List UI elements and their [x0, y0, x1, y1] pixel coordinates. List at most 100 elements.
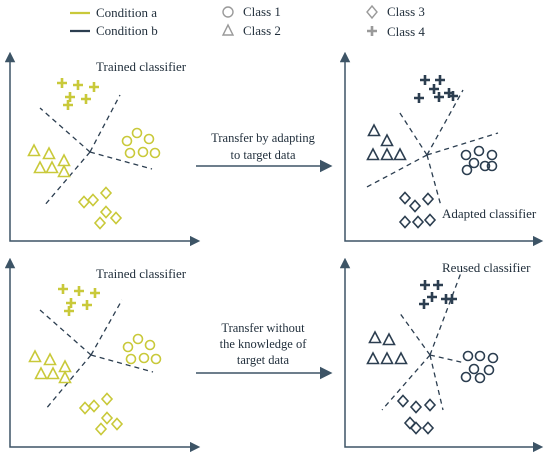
triangle-icon — [58, 370, 72, 384]
circle-icon — [137, 146, 149, 158]
diamond-icon — [100, 392, 114, 406]
triangle-icon — [45, 160, 59, 174]
cross-icon — [73, 80, 83, 90]
circle-icon — [125, 353, 137, 365]
diamond-icon — [110, 417, 124, 431]
circle-icon — [150, 353, 162, 365]
circle-icon — [222, 6, 234, 18]
circle-icon — [124, 147, 136, 159]
circle-icon — [461, 164, 473, 176]
triangle-icon — [42, 146, 56, 160]
cross-icon — [74, 286, 84, 296]
axis-bottom-left — [4, 257, 201, 453]
diamond-icon — [86, 193, 100, 207]
cross-icon — [429, 84, 439, 94]
cross-icon — [64, 306, 74, 316]
diamond-icon — [423, 213, 437, 227]
circle-icon — [460, 149, 472, 161]
diamond-icon — [398, 215, 412, 229]
circle-icon — [474, 350, 486, 362]
cross-icon — [435, 75, 445, 85]
diamond-icon — [109, 211, 123, 225]
circle-icon — [486, 149, 498, 161]
bottom-transfer-text-line3: target data — [237, 353, 290, 367]
diamond-icon — [99, 205, 113, 219]
cross-icon — [414, 93, 424, 103]
diamond-icon — [93, 216, 107, 230]
circle-icon — [483, 364, 495, 376]
data-markers — [27, 75, 499, 436]
circle-icon — [121, 135, 133, 147]
circle-icon — [143, 133, 155, 145]
cross-icon — [447, 294, 457, 304]
boundary-bottom-right — [381, 269, 466, 411]
circle-icon — [138, 352, 150, 364]
circle-icon — [468, 157, 480, 169]
triangle-icon — [46, 366, 60, 380]
diamond-icon — [99, 186, 113, 200]
diamond-icon — [398, 191, 412, 205]
diamond-icon — [409, 421, 423, 435]
diamond-icon — [411, 215, 425, 229]
axes — [4, 51, 544, 453]
diamond-icon — [421, 192, 435, 206]
boundary-bottom-left — [39, 299, 154, 411]
cross-icon — [420, 75, 430, 85]
diamond-icon — [94, 422, 108, 436]
bottom-left-title: Trained classifier — [96, 266, 187, 281]
triangle-icon — [367, 123, 381, 137]
cross-icon — [81, 94, 91, 104]
triangle-icon — [366, 147, 380, 161]
cross-icon — [63, 100, 73, 110]
triangle-icon — [380, 133, 394, 147]
top-transfer-text-line2: to target data — [230, 148, 295, 162]
triangle-icon — [382, 332, 396, 346]
triangle-icon — [43, 352, 57, 366]
cross-icon — [448, 91, 458, 101]
circle-icon — [479, 160, 491, 172]
triangle-icon — [33, 160, 47, 174]
axis-bottom-right — [339, 257, 544, 453]
cross-icon — [434, 92, 444, 102]
diamond-icon — [423, 398, 437, 412]
circle-icon — [460, 371, 472, 383]
top-left-title: Trained classifier — [96, 59, 187, 74]
circle-icon — [144, 339, 156, 351]
circle-icon — [131, 127, 143, 139]
cross-icon — [433, 280, 443, 290]
triangle-icon — [27, 143, 41, 157]
diamond-icon — [408, 199, 422, 213]
cross-icon — [420, 280, 430, 290]
triangle-icon — [58, 359, 72, 373]
class-4-label: Class 4 — [387, 24, 425, 39]
class-2-label: Class 2 — [243, 23, 281, 38]
diamond-icon — [78, 401, 92, 415]
legend: Condition a Condition b Class 1 Class 2 … — [70, 4, 425, 39]
diamond-icon — [409, 400, 423, 414]
triangle-icon — [34, 366, 48, 380]
triangle-icon — [57, 164, 71, 178]
condition-a-label: Condition a — [96, 5, 157, 20]
circle-icon — [486, 160, 498, 172]
triangle-icon — [57, 153, 71, 167]
cross-icon — [419, 299, 429, 309]
bottom-transfer-text-line2: the knowledge of — [220, 337, 308, 351]
triangle-icon — [380, 147, 394, 161]
cross-icon — [90, 288, 100, 298]
cross-icon — [427, 292, 437, 302]
cross-icon — [58, 284, 68, 294]
bottom-right-title: Reused classifier — [442, 260, 531, 275]
circle-icon — [462, 350, 474, 362]
diamond-icon — [403, 416, 417, 430]
diamond-icon — [100, 411, 114, 425]
class-1-label: Class 1 — [243, 4, 281, 19]
triangle-icon — [394, 351, 408, 365]
bottom-transfer-text-line1: Transfer without — [221, 321, 305, 335]
cross-icon — [82, 300, 92, 310]
boundary-top-right — [364, 89, 499, 207]
triangle-icon — [28, 349, 42, 363]
top-transfer-text-line1: Transfer by adapting — [211, 131, 315, 145]
circle-icon — [473, 145, 485, 157]
triangle-icon — [368, 330, 382, 344]
